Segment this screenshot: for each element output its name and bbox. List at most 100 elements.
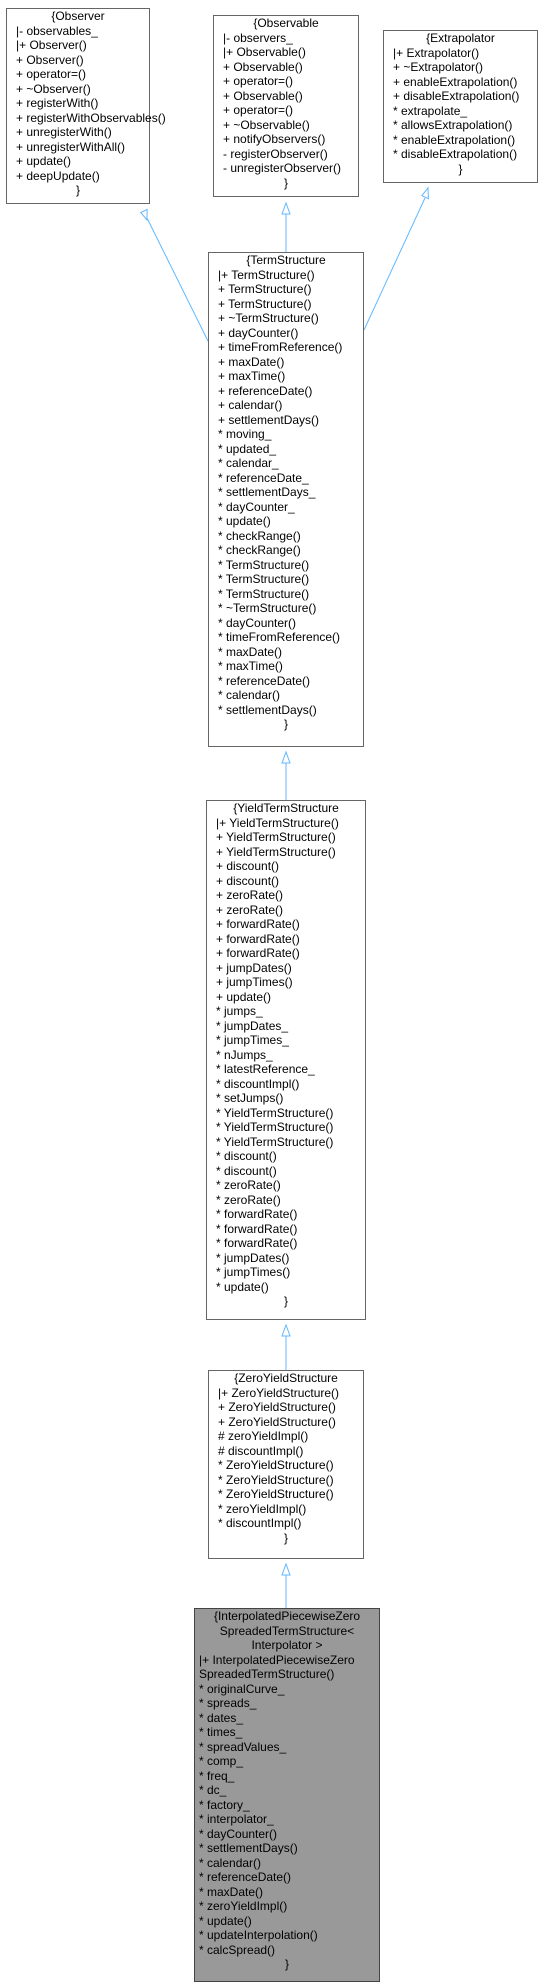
class-member: * jumps_: [216, 1004, 263, 1018]
class-node-zeroyieldstructure[interactable]: {ZeroYieldStructure |+ ZeroYieldStructur…: [208, 1370, 364, 1559]
class-node-extrapolator[interactable]: {Extrapolator |+ Extrapolator()+ ~Extrap…: [383, 30, 538, 183]
class-member: * TermStructure(): [218, 557, 310, 572]
class-member: + maxDate(): [218, 354, 285, 369]
class-member: * zeroRate(): [216, 1178, 281, 1192]
class-node-termstructure[interactable]: {TermStructure |+ TermStructure()+ TermS…: [208, 252, 364, 747]
class-node-observable[interactable]: {Observable |- observers_|+ Observable()…: [213, 15, 359, 197]
class-member: * dayCounter(): [199, 1826, 278, 1841]
class-node-observer[interactable]: {Observer |- observables_|+ Observer()+ …: [6, 8, 166, 204]
class-member: - unregisterObserver(): [223, 161, 342, 175]
class-node-yieldtermstructure[interactable]: {YieldTermStructure |+ YieldTermStructur…: [206, 800, 366, 1320]
class-member: * checkRange(): [218, 528, 301, 543]
class-member: * allowsExtrapolation(): [393, 118, 513, 132]
class-member: * jumpDates_: [216, 1018, 289, 1033]
class-member: * checkRange(): [218, 543, 301, 557]
arrowhead-extrapolator: [421, 186, 429, 200]
class-member: * dayCounter(): [218, 615, 297, 630]
member-list: |+ ZeroYieldStructure()+ ZeroYieldStruct…: [209, 1386, 363, 1531]
class-member: + calendar(): [218, 398, 283, 412]
class-member: * ZeroYieldStructure(): [218, 1487, 334, 1501]
class-member: + YieldTermStructure(): [216, 844, 336, 859]
class-member: + maxTime(): [218, 369, 286, 383]
class-member: + jumpTimes(): [216, 975, 293, 989]
class-member: + operator=(): [223, 103, 294, 117]
class-member: + operator=(): [223, 74, 294, 88]
closing-brace: }: [283, 1530, 288, 1545]
node-title: {Observer: [51, 9, 105, 23]
class-member: * updateInterpolation(): [199, 1928, 318, 1942]
class-member: * setJumps(): [216, 1091, 284, 1105]
class-member: * zeroYieldImpl(): [199, 1899, 288, 1913]
class-member: * update(): [199, 1913, 252, 1928]
class-member: + ~Extrapolator(): [393, 60, 484, 74]
class-member: - registerObserver(): [223, 146, 328, 161]
class-member: + YieldTermStructure(): [216, 830, 336, 844]
closing-brace: }: [284, 1957, 289, 1971]
class-member: + registerWith(): [16, 96, 99, 110]
closing-brace: }: [283, 1294, 288, 1308]
class-member: + Observer(): [16, 52, 84, 67]
member-list: |+ Extrapolator()+ ~Extrapolator()+ enab…: [384, 46, 537, 162]
class-member: + notifyObservers(): [223, 132, 326, 146]
arrowhead-observable: [281, 201, 291, 215]
class-member: + ~TermStructure(): [218, 311, 319, 325]
class-member: |+ InterpolatedPiecewiseZero: [199, 1652, 355, 1667]
class-member: + ~Observer(): [16, 81, 91, 96]
closing-brace: }: [75, 183, 80, 197]
class-member: * dayCounter_: [218, 499, 295, 514]
closing-brace: }: [283, 717, 288, 731]
class-member: + zeroRate(): [216, 902, 284, 917]
closing-brace: }: [458, 161, 463, 176]
class-member: * TermStructure(): [218, 572, 310, 586]
class-member: * calendar(): [199, 1855, 262, 1870]
class-member: + Observable(): [223, 59, 303, 74]
class-member: * ZeroYieldStructure(): [218, 1458, 334, 1472]
class-member: + registerWithObservables(): [16, 110, 166, 125]
class-member: * YieldTermStructure(): [216, 1105, 334, 1120]
class-member: + discount(): [216, 859, 280, 873]
class-member: * originalCurve_: [199, 1681, 285, 1696]
class-member: * referenceDate(): [218, 673, 311, 688]
class-member: * forwardRate(): [216, 1221, 298, 1236]
class-member: + forwardRate(): [216, 917, 300, 931]
class-member: * settlementDays_: [218, 485, 316, 499]
arrowhead-zeroyieldstructure: [281, 1562, 291, 1576]
class-member: * interpolator_: [199, 1812, 274, 1826]
class-member: + unregisterWithAll(): [16, 139, 126, 154]
class-member: * dc_: [199, 1783, 227, 1797]
node-title: {YieldTermStructure: [233, 801, 339, 815]
class-member: + Observable(): [223, 88, 303, 103]
class-member: * jumpTimes_: [216, 1033, 289, 1047]
class-member: |+ ZeroYieldStructure(): [218, 1385, 340, 1400]
class-member: * referenceDate_: [218, 470, 309, 485]
class-member: * discount(): [216, 1149, 277, 1163]
class-member: # zeroYieldImpl(): [218, 1429, 309, 1443]
class-member: |- observables_: [16, 23, 98, 38]
member-list: |- observables_|+ Observer()+ Observer()…: [7, 23, 166, 184]
class-member: + timeFromReference(): [218, 340, 343, 354]
class-node-interpolatedpiecewisezerospreadedtermstructure[interactable]: {InterpolatedPiecewiseZero SpreadedTermS…: [194, 1608, 380, 1982]
closing-brace: }: [283, 175, 288, 190]
class-member: + discount(): [216, 873, 280, 888]
class-member: + forwardRate(): [216, 931, 300, 946]
class-member: * discount(): [216, 1163, 277, 1178]
member-list: |+ YieldTermStructure()+ YieldTermStruct…: [207, 816, 365, 1295]
class-member: * latestReference_: [216, 1062, 315, 1076]
class-member: * extrapolate_: [393, 103, 468, 118]
class-member: + zeroRate(): [216, 888, 284, 902]
class-member: + ~Observable(): [223, 117, 310, 132]
class-member: * jumpDates(): [216, 1250, 290, 1265]
class-member: + update(): [216, 989, 272, 1004]
class-member: * calendar(): [218, 688, 281, 702]
edge-termstructure-to-observer: [146, 217, 209, 342]
class-member: * ZeroYieldStructure(): [218, 1472, 334, 1487]
class-member: * discountImpl(): [216, 1076, 300, 1091]
class-member: * forwardRate(): [216, 1236, 298, 1250]
class-member: + operator=(): [16, 67, 87, 81]
class-member: * update(): [218, 514, 271, 528]
class-member: |+ TermStructure(): [218, 267, 315, 282]
class-member: * update(): [216, 1279, 269, 1294]
member-list: |+ TermStructure()+ TermStructure()+ Ter…: [209, 268, 363, 718]
